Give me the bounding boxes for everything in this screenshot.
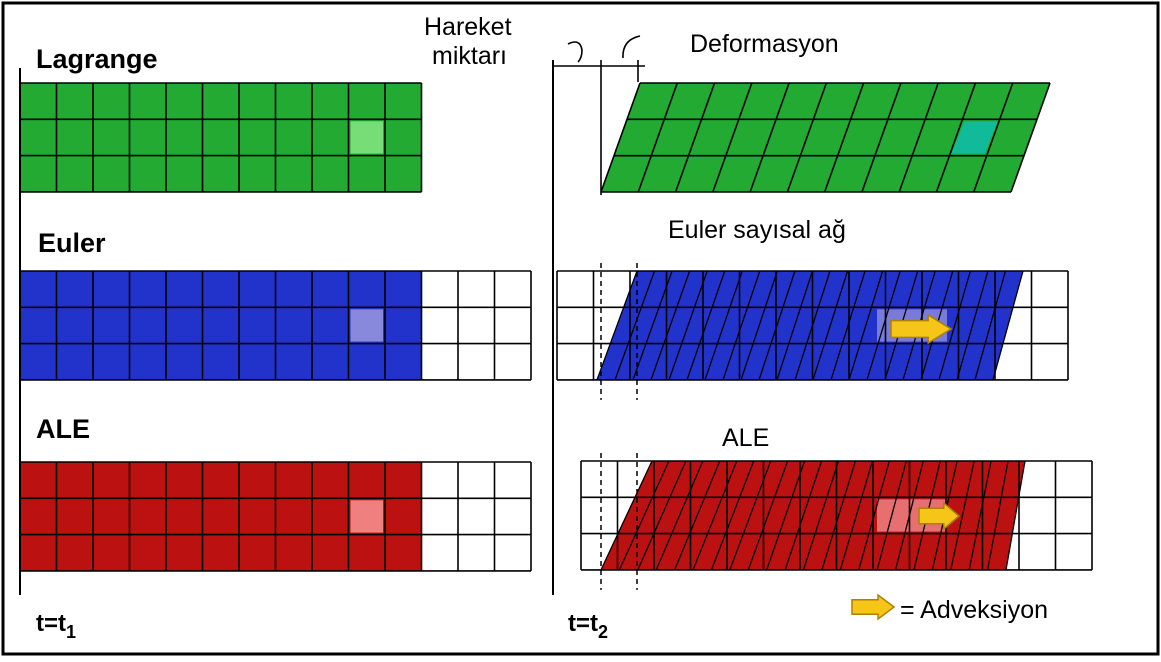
euler-advection-arrow-icon — [890, 313, 953, 345]
lagrange-label: Lagrange — [36, 44, 158, 74]
euler-deformed-skew-line — [614, 270, 656, 381]
time-label-t2-subscript: 2 — [598, 622, 609, 642]
lagrange-deformed-fill — [601, 83, 1050, 192]
time-label-t1-subscript: 1 — [66, 622, 77, 642]
lagrange-deformed-vline — [637, 82, 679, 193]
ale-label: ALE — [36, 414, 90, 444]
brace-hook-right — [622, 35, 641, 59]
ale-deformed-skew-line — [766, 460, 806, 571]
ale-deformed-skew-line — [821, 460, 857, 571]
ale-deformed-skew-line — [986, 460, 1009, 571]
ale-deformed-skew-line — [692, 460, 738, 571]
euler-deformed-skew-line — [956, 270, 989, 381]
euler-label: Euler — [38, 228, 106, 258]
lagrange-deformed-vline — [749, 82, 790, 193]
ale-deformed-skew-line — [1005, 460, 1026, 571]
time-label-t1-prefix: t=t — [36, 610, 66, 637]
ale-deformed-skew-line — [784, 460, 823, 571]
ale-deformed-body-fill — [601, 461, 1025, 570]
euler-deformed-skew-line — [938, 270, 971, 381]
euler-deformed-skew-line — [794, 270, 831, 381]
euler-deformed-skew-line — [632, 270, 673, 381]
ale-deformed-skew-line — [894, 460, 924, 571]
euler-deformed-skew-line — [974, 270, 1007, 381]
lagrange-deformed-vline — [823, 82, 865, 193]
legend-adveksiyon: = Adveksiyon — [900, 596, 1049, 624]
ale-advection-arrow-icon — [918, 501, 961, 531]
euler-mesh-highlight-cell — [350, 309, 383, 342]
lagrange-deformed-vline — [600, 82, 641, 193]
lagrange-deformed-vline — [786, 82, 828, 193]
ale-mesh-highlight-cell — [350, 500, 383, 533]
hareket-label-line2: miktarı — [432, 42, 507, 70]
time-label-t2-prefix: t=t — [568, 610, 598, 637]
euler-mesh-empty-cells — [421, 271, 531, 380]
lagrange-deformed-vline — [972, 82, 1014, 193]
euler-deformed-skew-line — [686, 270, 726, 381]
time-label-t2: t=t2 — [568, 610, 608, 642]
ale-right-label: ALE — [722, 424, 770, 452]
euler-deformed-skew-line — [740, 270, 778, 381]
euler-deformed-skew-line — [596, 270, 638, 381]
time-label-t1: t=t1 — [36, 610, 76, 642]
brace-hook-left — [567, 41, 583, 63]
euler-deformed-skew-line — [722, 270, 761, 381]
ale-deformed-skew-line — [710, 460, 755, 571]
euler-deformed-skew-line — [704, 270, 743, 381]
euler-sayisal-ag-label: Euler sayısal ağ — [668, 216, 846, 244]
ale-deformed-skew-line — [655, 460, 704, 571]
ale-deformed-skew-line — [876, 460, 907, 571]
lagrange-deformed-vline — [898, 82, 939, 193]
deformasyon-label: Deformasyon — [690, 30, 839, 58]
euler-deformed-skew-line — [866, 270, 901, 381]
euler-deformed-skew-line — [848, 270, 884, 381]
ale-deformed-skew-line — [729, 460, 772, 571]
euler-deformed-skew-line — [668, 270, 708, 381]
lagrange-mesh-highlight-cell — [350, 121, 383, 154]
lagrange-deformed-vline — [674, 82, 716, 193]
ale-deformed-skew-line — [839, 460, 874, 571]
hareket-label-line1: Hareket — [424, 13, 512, 41]
ale-deformed-skew-line — [802, 460, 840, 571]
lagrange-deformed-vline — [935, 82, 977, 193]
ale-deformed-skew-line — [858, 460, 890, 571]
euler-deformed-skew-line — [830, 270, 866, 381]
euler-deformed-skew-line — [992, 270, 1024, 381]
ale-mesh-empty-cells — [421, 462, 531, 571]
legend-advection-arrow-icon — [851, 593, 896, 621]
euler-deformed-skew-line — [650, 270, 691, 381]
ale-deformed-skew-line — [674, 460, 721, 571]
lagrange-deformed-vline — [1010, 82, 1051, 193]
ale-deformed-skew-line — [747, 460, 789, 571]
euler-deformed-skew-line — [776, 270, 814, 381]
ale-deformed-skew-line — [968, 460, 992, 571]
lagrange-deformed-vline — [861, 82, 902, 193]
ale-deformed-skew-line — [618, 460, 670, 571]
euler-deformed-skew-line — [758, 270, 796, 381]
lagrange-deformed-vline — [712, 82, 753, 193]
lagrange-deformed-highlight-cell — [951, 121, 998, 154]
ale-deformed-skew-line — [950, 460, 975, 571]
ale-deformed-skew-line — [600, 460, 653, 571]
ale-deformed-skew-line — [637, 460, 687, 571]
euler-deformed-skew-line — [812, 270, 849, 381]
